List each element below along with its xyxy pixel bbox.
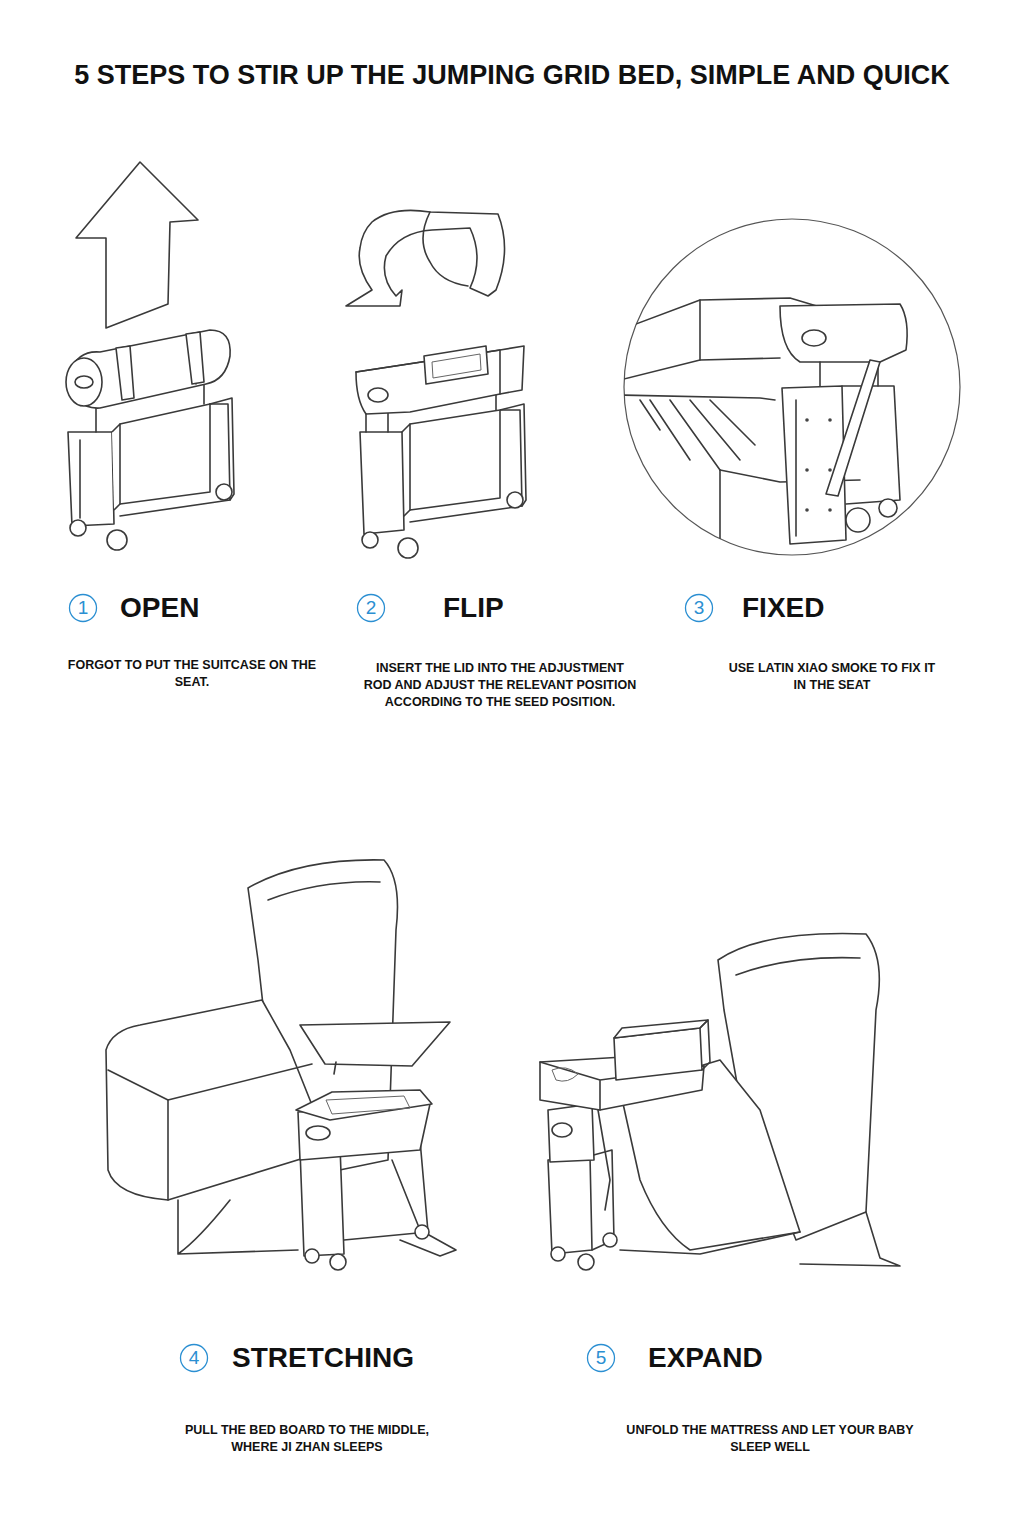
step-number-circle: 3 [684, 593, 714, 623]
step-number: 1 [68, 593, 98, 623]
step-description: INSERT THE LID INTO THE ADJUSTMENT ROD A… [363, 660, 638, 711]
bed-board-sheet [300, 1022, 450, 1066]
title: 5 STEPS TO STIR UP THE JUMPING GRID BED,… [0, 60, 1024, 91]
title-text: 5 STEPS TO STIR UP THE JUMPING GRID BED,… [74, 60, 950, 90]
up-arrow [76, 162, 198, 328]
step-heading: FIXED [742, 592, 824, 624]
suitcase-flipped [356, 346, 526, 558]
step-heading: EXPAND [648, 1342, 763, 1374]
suitcase-open [66, 330, 234, 550]
step-number-circle: 1 [68, 593, 98, 623]
step-number: 2 [356, 593, 386, 623]
step-heading: FLIP [443, 592, 504, 624]
seat-expanded [540, 934, 900, 1270]
step-description: UNFOLD THE MATTRESS AND LET YOUR BABY SL… [610, 1422, 930, 1456]
step-number-circle: 2 [356, 593, 386, 623]
step-number-circle: 5 [586, 1343, 616, 1373]
step-number: 5 [586, 1343, 616, 1373]
step-heading: OPEN [120, 592, 199, 624]
step-number: 4 [179, 1343, 209, 1373]
step-description: FORGOT TO PUT THE SUITCASE ON THE SEAT. [67, 657, 317, 691]
flip-arrow [346, 210, 505, 306]
seat-stretching [106, 860, 456, 1270]
step-heading: STRETCHING [232, 1342, 414, 1374]
zoom-detail [620, 219, 960, 555]
step-number: 3 [684, 593, 714, 623]
step-description: USE LATIN XIAO SMOKE TO FIX IT IN THE SE… [722, 660, 942, 694]
step-number-circle: 4 [179, 1343, 209, 1373]
flip-arrow-fold [423, 212, 468, 286]
step-description: PULL THE BED BOARD TO THE MIDDLE, WHERE … [172, 1422, 442, 1456]
